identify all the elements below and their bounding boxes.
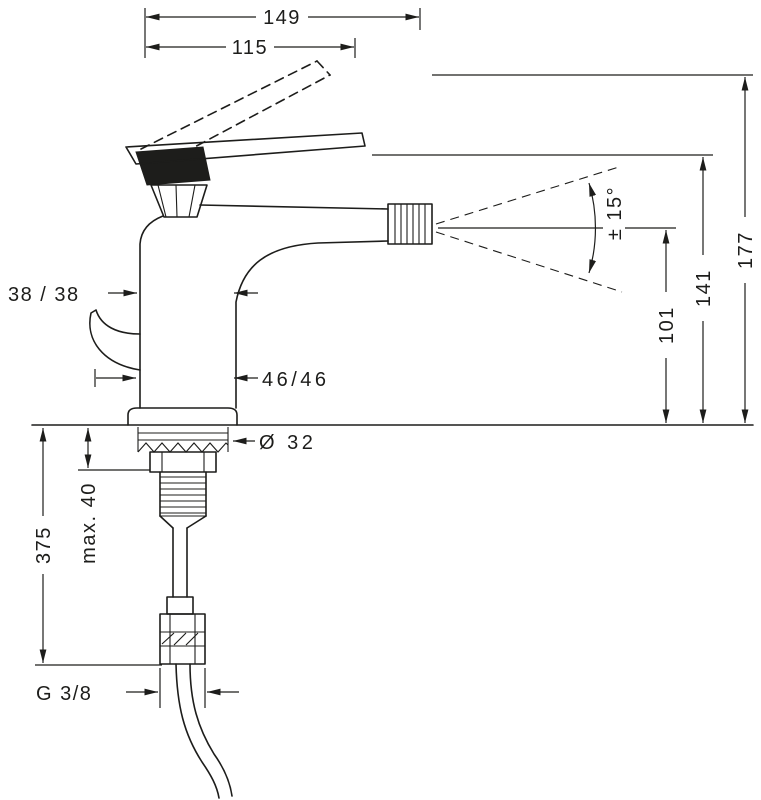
dim-total-height: 177 [432,74,757,423]
lever-handle [125,132,366,165]
dim-hose-length: 375 [32,428,162,666]
dim-375-label: 375 [33,526,55,564]
dim-handle-width: 115 [146,36,356,59]
supply-hose-lower [175,663,233,799]
dim-max-thickness: max. 40 [78,428,150,564]
dim-141-label: 141 [693,269,715,307]
dim-hole-diameter: Ø 32 [233,432,316,454]
seal-washers [137,427,229,453]
supply-hose-upper [172,527,188,598]
dim-g38-label: G 3/8 [36,683,92,705]
faucet-body [139,204,389,409]
dim-spray-angle: ± 15° [435,165,626,293]
fastening-nut [149,451,217,473]
dim-angle-label: ± 15° [604,186,626,240]
dim-dia32-label: Ø 32 [259,432,316,454]
faucet-drawing [31,60,754,799]
dim-overall-width: 149 [144,6,421,58]
dim-connection-thread: G 3/8 [36,668,239,708]
side-hook [89,309,141,371]
dim-38-label: 38 / 38 [8,284,80,306]
dim-max40-label: max. 40 [78,482,100,564]
dim-spout-reach: 46/46 [94,369,330,391]
dim-149-label: 149 [263,7,301,29]
threaded-shank [159,471,207,529]
dim-body-offset: 38 / 38 [8,284,258,306]
crimp-sleeve [166,596,194,615]
aerator [387,203,433,245]
dim-177-label: 177 [735,231,757,269]
dim-115-label: 115 [232,37,268,59]
dim-spout-height: 141 [372,154,715,423]
cartridge-cone [150,184,208,218]
dim-101-label: 101 [656,306,678,344]
dim-aerator-height: 101 [438,227,678,423]
dim-46-label: 46/46 [262,369,330,391]
base-flange [127,407,238,426]
lever-base [135,146,211,186]
union-nut-connector [159,613,206,665]
